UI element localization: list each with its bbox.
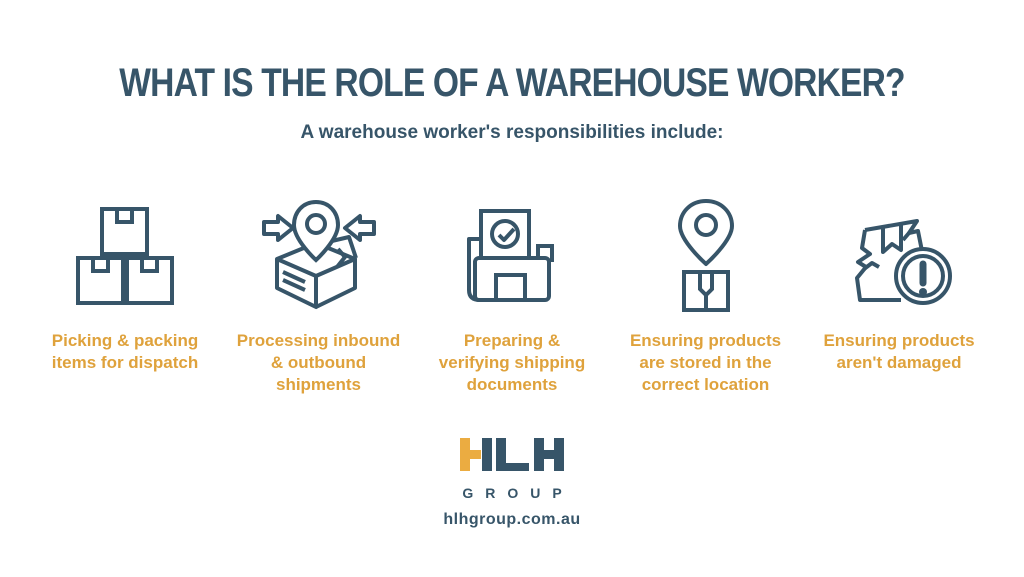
inbound-outbound-shipments-icon [261, 199, 376, 309]
responsibility-item: Processing inbound & outbound shipments [226, 186, 412, 396]
responsibility-item: Preparing & verifying shipping documents [419, 186, 605, 396]
shipping-documents-icon [467, 209, 554, 302]
header: WHAT IS THE ROLE OF A WAREHOUSE WORKER? … [0, 61, 1024, 144]
responsibility-label: Picking & packing items for dispatch [51, 331, 199, 372]
responsibility-label: Preparing & verifying shipping documents [438, 331, 586, 394]
responsibility-label: Processing inbound & outbound shipments [236, 331, 401, 394]
responsibilities-row: Picking & packing items for dispatch Pro… [32, 186, 992, 396]
damaged-box-icon [855, 219, 952, 305]
responsibility-item: Ensuring products are stored in the corr… [613, 186, 799, 396]
page-subtitle: A warehouse worker's responsibilities in… [300, 122, 724, 143]
logo-group-text: GROUP [462, 485, 574, 501]
responsibility-item: Ensuring products aren't damaged [806, 186, 992, 396]
storage-location-icon [677, 199, 734, 312]
stacked-boxes-icon [76, 207, 174, 305]
responsibility-label: Ensuring products are stored in the corr… [629, 331, 782, 394]
responsibility-item: Picking & packing items for dispatch [32, 186, 218, 396]
hlh-logo-mark [460, 438, 564, 471]
responsibility-label: Ensuring products aren't damaged [823, 331, 975, 372]
website-url: hlhgroup.com.au [443, 511, 581, 528]
page-title: WHAT IS THE ROLE OF A WAREHOUSE WORKER? [119, 61, 905, 105]
footer: GROUP hlhgroup.com.au [0, 438, 1024, 529]
